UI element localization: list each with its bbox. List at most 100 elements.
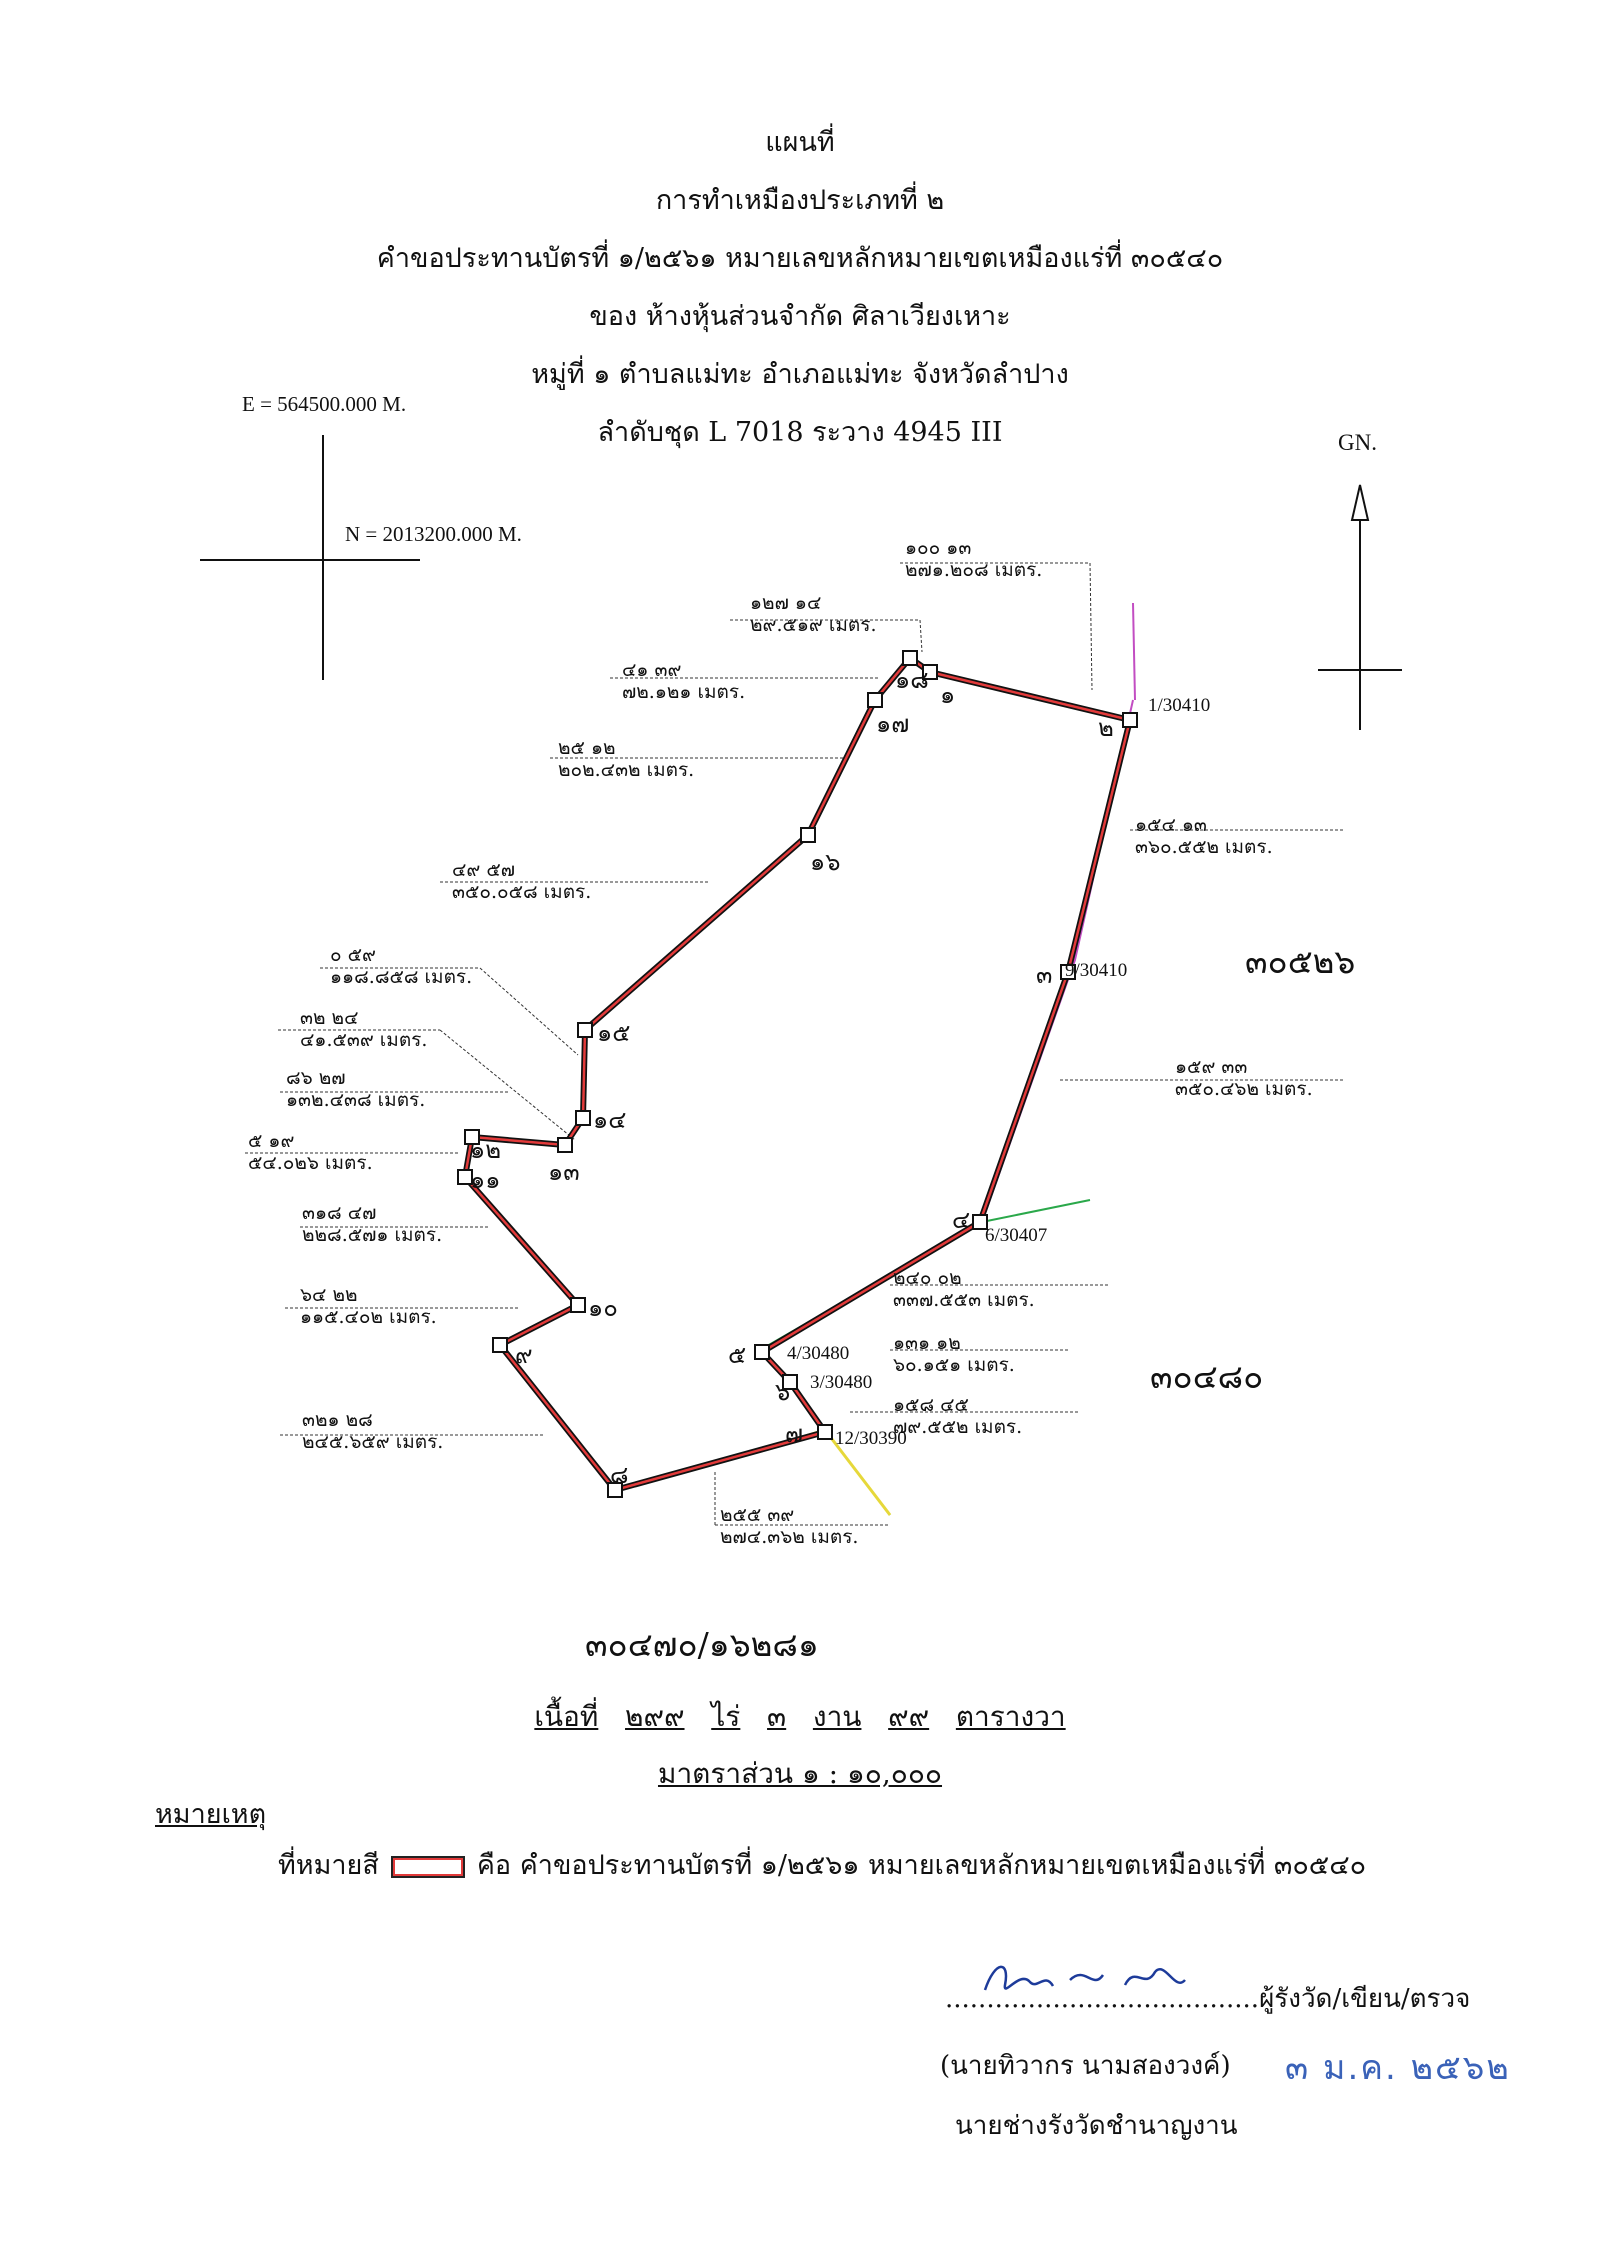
point-label-1: ๑ <box>940 681 956 709</box>
concession-request: คำขอประทานบัตรที่ ๑/๒๕๖๑ หมายเลขหลักหมาย… <box>376 243 1224 274</box>
boundary-marker-7 <box>817 1424 833 1440</box>
boundary-marker-15 <box>577 1022 593 1038</box>
bearing-distance-3: ๗๒.๑๒๑ เมตร. <box>622 681 746 703</box>
bearing-distance-2: ๒๙.๕๑๙ เมตร. <box>750 614 877 636</box>
point-label-10: ๑๐ <box>588 1294 618 1322</box>
point-label-17: ๑๗ <box>876 710 910 738</box>
boundary-marker-2 <box>1122 712 1138 728</box>
boundary-marker-11 <box>457 1169 473 1185</box>
boundary-marker-3 <box>1060 964 1076 980</box>
reference-mark-5: 3/30480 <box>810 1372 873 1393</box>
bearing-angle-16: ๒๔๐ ๐๒ <box>893 1267 962 1289</box>
bearing-distance-15: ๖๐.๑๕๑ เมตร. <box>893 1354 1015 1376</box>
parcel-east-upper: ๓๐๕๒๖ <box>1245 942 1356 981</box>
bearing-angle-2: ๑๒๗ ๑๔ <box>750 592 822 614</box>
bearing-angle-5: ๔๙ ๕๗ <box>452 859 516 881</box>
location: หมู่ที่ ๑ ตำบลแม่ทะ อำเภอแม่ทะ จังหวัดลำ… <box>531 359 1069 390</box>
point-label-14: ๑๔ <box>593 1106 627 1134</box>
bearing-distance-13: ๒๗๔.๓๖๒ เมตร. <box>720 1526 859 1548</box>
remarks-title: หมายเหตุ <box>155 1799 267 1830</box>
bearing-angle-9: ๕ ๑๙ <box>248 1130 295 1152</box>
map-title: แผนที่ <box>765 127 835 158</box>
area-rai: ๒๙๙ <box>625 1700 685 1733</box>
bearing-distance-6: ๑๑๘.๘๕๘ เมตร. <box>330 966 473 988</box>
boundary-marker-5 <box>754 1344 770 1360</box>
bearing-angle-4: ๒๕ ๑๒ <box>558 737 616 759</box>
signature-line: ......................................ผู… <box>945 1978 1470 2019</box>
boundary-marker-14 <box>575 1110 591 1126</box>
mining-type: การทำเหมืองประเภทที่ ๒ <box>655 185 945 216</box>
boundary-marker-9 <box>492 1337 508 1353</box>
point-label-12: ๑๒ <box>470 1136 502 1164</box>
applicant-name: ของ ห้างหุ้นส่วนจำกัด ศิลาเวียงเหาะ <box>589 301 1011 332</box>
point-label-4: ๔ <box>952 1206 971 1234</box>
bearing-angle-3: ๔๑ ๓๙ <box>622 659 682 681</box>
bearing-angle-12: ๓๒๑ ๒๘ <box>302 1409 373 1431</box>
point-label-18: ๑๘ <box>895 666 929 694</box>
surveyor-position: นายช่างรังวัดชำนาญงาน <box>955 2111 1238 2141</box>
north-label: GN. <box>1338 430 1377 455</box>
point-label-8: ๘ <box>610 1461 629 1489</box>
area-ngan-unit: งาน <box>812 1700 862 1733</box>
date-stamp: ๓ ม.ค. ๒๕๖๒ <box>1285 2048 1511 2088</box>
area-line: เนื้อที่ ๒๙๙ ไร่ ๓ งาน ๙๙ ตารางวา <box>0 1695 1600 1739</box>
reference-mark-2: 9/30410 <box>1065 960 1128 981</box>
bearing-angle-18: ๑๕๔ ๑๓ <box>1135 814 1207 836</box>
point-label-16: ๑๖ <box>810 848 841 876</box>
leader-lines <box>245 562 1345 1526</box>
bearing-angle-17: ๑๕๙ ๓๓ <box>1175 1056 1248 1078</box>
boundary-marker-4 <box>972 1214 988 1230</box>
map-scale: มาตราส่วน ๑ : ๑๐,๐๐๐ <box>657 1757 943 1790</box>
parcel-east-lower: ๓๐๔๘๐ <box>1150 1357 1264 1396</box>
area-ngan: ๓ <box>767 1700 787 1733</box>
bearing-distance-4: ๒๐๒.๔๓๒ เมตร. <box>558 759 695 781</box>
signature-role: ผู้รังวัด/เขียน/ตรวจ <box>1259 1984 1471 2014</box>
remarks-prefix: ที่หมายสี <box>278 1850 379 1881</box>
point-label-6: ๖ <box>775 1378 791 1406</box>
legend-swatch <box>390 1855 465 1878</box>
parcel-south: ๓๐๔๗๐/๑๖๒๘๑ <box>585 1625 819 1664</box>
area-rai-unit: ไร่ <box>711 1700 741 1733</box>
reference-mark-4: 4/30480 <box>787 1343 850 1364</box>
reference-mark-6: 12/30390 <box>835 1428 907 1449</box>
bearing-angle-13: ๒๕๕ ๓๙ <box>720 1504 795 1526</box>
remarks-line: ที่หมายสี คือ คำขอประทานบัตรที่ ๑/๒๕๖๑ หม… <box>278 1843 1366 1886</box>
bearing-distance-12: ๒๔๕.๖๕๙ เมตร. <box>302 1431 444 1453</box>
reference-mark-1: 1/30410 <box>1148 695 1211 716</box>
boundary-markers <box>457 650 1138 1498</box>
bearing-angle-15: ๑๓๑ ๑๒ <box>893 1332 961 1354</box>
bearing-distance-9: ๕๔.๐๒๖ เมตร. <box>248 1152 373 1174</box>
boundary-marker-16 <box>800 827 816 843</box>
bearing-distance-18: ๓๖๐.๕๕๒ เมตร. <box>1135 836 1273 858</box>
bearing-angle-1: ๑๐๐ ๑๓ <box>905 537 972 559</box>
point-label-11: ๑๑ <box>470 1166 501 1194</box>
bearing-distance-5: ๓๕๐.๐๕๘ เมตร. <box>452 881 592 903</box>
bearing-distance-11: ๑๑๕.๔๐๒ เมตร. <box>300 1306 437 1328</box>
bearing-angle-14: ๑๕๘ ๔๕ <box>893 1394 969 1416</box>
handwritten-signature <box>983 1965 1186 1991</box>
point-label-7: ๗ <box>785 1420 804 1448</box>
bearing-distance-16: ๓๓๗.๕๕๓ เมตร. <box>893 1289 1035 1311</box>
bearing-angle-7: ๓๒ ๒๔ <box>300 1007 359 1029</box>
boundary-marker-12 <box>464 1129 480 1145</box>
north-arrow-icon <box>1318 484 1402 730</box>
boundary-marker-6 <box>782 1374 798 1390</box>
bearing-distance-14: ๗๙.๕๕๒ เมตร. <box>893 1416 1023 1438</box>
point-label-3: ๓ <box>1036 961 1053 989</box>
bearing-distance-7: ๔๑.๕๓๙ เมตร. <box>300 1029 428 1051</box>
bearing-distance-10: ๒๒๘.๕๗๑ เมตร. <box>302 1224 443 1246</box>
boundary-marker-8 <box>607 1482 623 1498</box>
boundary-marker-10 <box>570 1297 586 1313</box>
area-wa: ๙๙ <box>888 1700 930 1733</box>
point-label-13: ๑๓ <box>548 1158 580 1186</box>
bearing-distance-1: ๒๗๑.๒๐๘ เมตร. <box>905 559 1043 581</box>
remarks-text: คือ คำขอประทานบัตรที่ ๑/๒๕๖๑ หมายเลขหลัก… <box>476 1850 1367 1881</box>
scale-line: มาตราส่วน ๑ : ๑๐,๐๐๐ <box>0 1752 1600 1796</box>
easting-label: E = 564500.000 M. <box>242 392 407 416</box>
grid-cross <box>200 435 420 680</box>
boundary-marker-17 <box>867 692 883 708</box>
boundary-marker-13 <box>557 1137 573 1153</box>
boundary-marker-1 <box>922 664 938 680</box>
reference-mark-3: 6/30407 <box>985 1225 1048 1246</box>
